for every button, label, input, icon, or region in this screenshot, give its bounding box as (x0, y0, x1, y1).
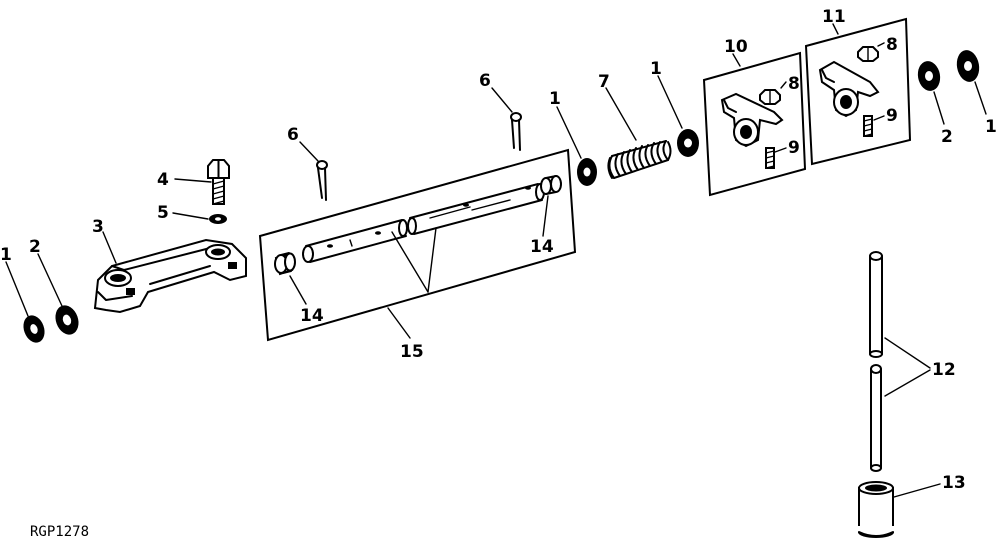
figure-code: RGP1278 (30, 524, 89, 540)
leader-9-b (873, 115, 885, 121)
leader-5 (172, 212, 209, 220)
push-rod-lower (870, 364, 882, 472)
left-washer-2 (55, 305, 79, 335)
tube (858, 481, 894, 538)
leader-11 (832, 23, 839, 35)
shaft-assembly-panel (258, 148, 577, 342)
callout-5: 5 (157, 203, 169, 223)
callout-9-b: 9 (886, 106, 898, 126)
cotter-pin-left (316, 160, 328, 201)
callout-13: 13 (942, 473, 966, 493)
callout-8-b: 8 (886, 35, 898, 55)
callout-2-right: 2 (941, 127, 953, 147)
callout-10: 10 (724, 37, 748, 57)
leader-6-left (299, 141, 319, 162)
callout-1-right: 1 (985, 117, 997, 137)
callout-1-mid-a: 1 (549, 89, 561, 109)
rocker-shaft-support (93, 238, 247, 314)
plug-left (274, 252, 296, 276)
leader-9-a (774, 147, 787, 153)
rocker-arm-panel-right (804, 17, 912, 166)
leader-13 (893, 483, 941, 498)
flat-washer (209, 214, 227, 224)
callout-14-left: 14 (300, 306, 324, 326)
callout-1-left: 1 (0, 245, 12, 265)
right-washer-2 (917, 61, 941, 91)
leader-1-mid-b (657, 75, 683, 129)
spring (607, 140, 672, 179)
leader-12 (884, 337, 931, 397)
leader-10 (732, 53, 741, 67)
callout-8-a: 8 (788, 74, 800, 94)
callout-6-left: 6 (287, 125, 299, 145)
callout-2-left: 2 (29, 237, 41, 257)
leader-1-mid-a (556, 106, 582, 159)
callout-1-mid-b: 1 (650, 59, 662, 79)
leader-3 (102, 231, 117, 264)
leader-2-right (933, 91, 945, 125)
leader-8-a (780, 81, 787, 89)
leader-15 (387, 307, 411, 339)
leader-6-right (491, 87, 513, 113)
callout-4: 4 (157, 170, 169, 190)
plug-right (540, 175, 562, 195)
callout-7: 7 (598, 72, 610, 92)
push-rod-upper (869, 251, 883, 358)
leader-4 (174, 178, 212, 183)
callout-3: 3 (92, 217, 104, 237)
leader-1-left (5, 261, 29, 317)
leader-2-left (37, 253, 63, 307)
right-washer-1 (956, 50, 980, 82)
left-washer-1 (23, 315, 45, 343)
callout-9-a: 9 (788, 138, 800, 158)
mid-washer-right (677, 129, 699, 157)
callout-6-right: 6 (479, 71, 491, 91)
bolt (207, 159, 230, 205)
callout-11: 11 (822, 7, 846, 27)
leader-1-right (974, 81, 987, 115)
callout-14-right: 14 (530, 237, 554, 257)
leader-7 (605, 87, 637, 141)
cotter-pin-right (510, 112, 522, 151)
callout-15: 15 (400, 342, 424, 362)
callout-12: 12 (932, 360, 956, 380)
rocker-arm-panel-left (702, 51, 807, 197)
leader-8-b (877, 42, 885, 47)
mid-washer-left (577, 158, 597, 186)
